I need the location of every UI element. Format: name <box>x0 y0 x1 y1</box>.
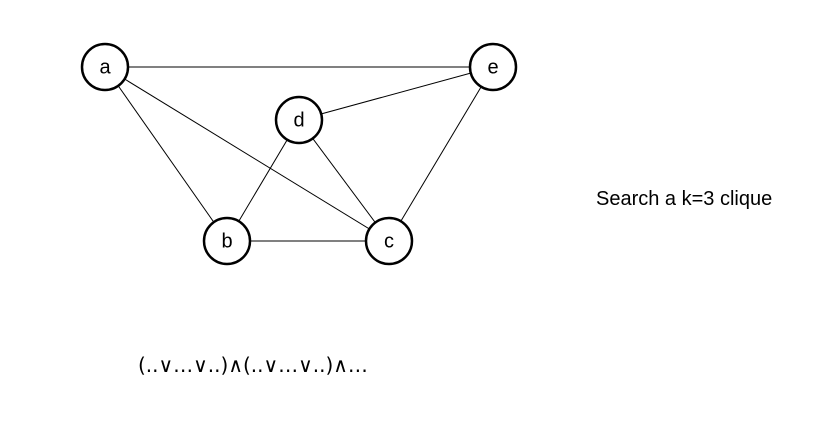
node-circle-e <box>468 42 518 92</box>
task-caption: Search a k=3 clique <box>596 188 773 210</box>
edges-layer <box>104 66 494 242</box>
node-c: c <box>364 216 414 266</box>
node-e: e <box>468 42 518 92</box>
edge-a-b <box>104 66 228 242</box>
edge-e-c <box>388 66 494 242</box>
node-label-d: d <box>293 109 304 131</box>
node-label-e: e <box>487 56 498 78</box>
node-d: d <box>274 95 324 145</box>
node-a: a <box>80 42 130 92</box>
node-b: b <box>202 216 252 266</box>
edge-d-c <box>298 119 390 242</box>
nodes-layer: a e d b c <box>80 42 518 266</box>
node-label-b: b <box>221 230 232 252</box>
node-label-c: c <box>384 230 394 252</box>
node-circle-d <box>274 95 324 145</box>
edge-a-c <box>104 66 390 242</box>
node-label-a: a <box>99 56 111 78</box>
cnf-formula: (..∨…∨..)∧(..∨…∨..)∧… <box>138 353 368 377</box>
node-circle-b <box>202 216 252 266</box>
node-circle-a <box>80 42 130 92</box>
node-circle-c <box>364 216 414 266</box>
edge-d-e <box>298 66 494 121</box>
